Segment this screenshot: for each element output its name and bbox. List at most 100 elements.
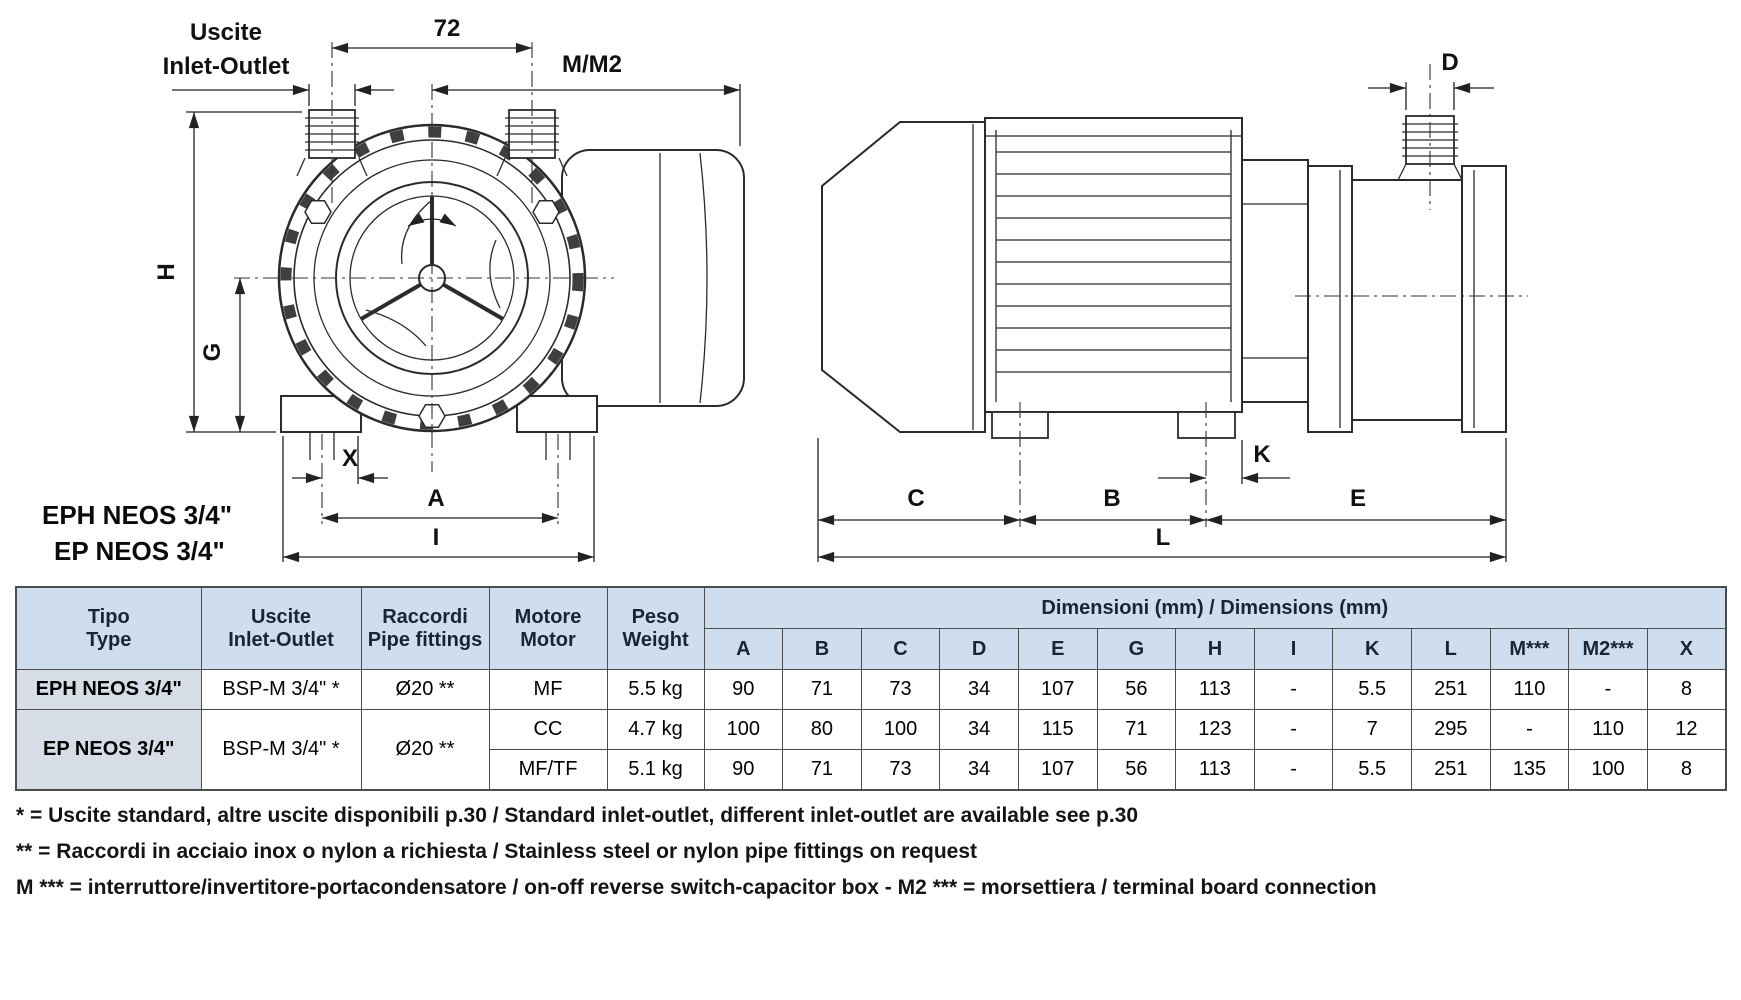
cell-raccordi: Ø20 ** <box>360 669 490 710</box>
dim-label-mm2: M/M2 <box>562 51 622 78</box>
col-header-line: Type <box>86 628 132 651</box>
cell-raccordi: Ø20 ** <box>360 709 490 790</box>
dim-letter-cell: L <box>1410 628 1491 670</box>
dim-value-cell: 107 <box>1017 669 1098 710</box>
table-row: EPH NEOS 3/4" BSP-M 3/4" * Ø20 ** MF 5.5… <box>15 669 1727 710</box>
dim-letter-cell: M*** <box>1489 628 1570 670</box>
dim-label-k: K <box>1253 441 1271 468</box>
col-header-line: Motor <box>520 628 576 651</box>
technical-drawings: 72 Uscite Inlet-Outlet M/M2 H G X <box>42 15 1528 566</box>
col-header-line: Motore <box>514 605 582 628</box>
dim-value-cell: 90 <box>703 669 784 710</box>
cell-peso: 4.7 kg <box>606 709 705 750</box>
dim-letter-cell: A <box>703 628 784 670</box>
cell-peso: 5.1 kg <box>606 749 705 790</box>
dim-letter-cell: H <box>1175 628 1255 670</box>
dim-value-cell: 8 <box>1646 669 1727 710</box>
model-name-ep: EP NEOS 3/4" <box>54 536 225 566</box>
dim-value-cell: 295 <box>1410 709 1491 750</box>
dim-label-b: B <box>1103 485 1120 512</box>
col-header-tipo: Tipo Type <box>15 586 202 670</box>
footnotes: * = Uscite standard, altre uscite dispon… <box>16 798 1377 906</box>
footnote-line: * = Uscite standard, altre uscite dispon… <box>16 804 1139 827</box>
dim-value-cell: 90 <box>703 749 784 790</box>
dim-label-x: X <box>342 445 358 472</box>
col-header-dimensions: Dimensioni (mm) / Dimensions (mm) <box>703 586 1727 629</box>
dim-letter-cell: M2*** <box>1568 628 1648 670</box>
dim-value-cell: 34 <box>939 669 1019 710</box>
dim-value-cell: - <box>1489 709 1570 750</box>
dim-value-cell: 107 <box>1017 749 1098 790</box>
dim-value-cell: 56 <box>1096 669 1177 710</box>
dim-label-a: A <box>427 485 444 512</box>
dim-letter-cell: B <box>782 628 862 670</box>
dim-value-cell: 251 <box>1410 749 1491 790</box>
cell-tipo: EP NEOS 3/4" <box>15 709 202 790</box>
dim-value-cell: 8 <box>1646 749 1727 790</box>
rotation-arrow-icon <box>407 213 457 227</box>
dim-value-cell: - <box>1253 709 1334 750</box>
dim-value-cell: 110 <box>1568 709 1648 750</box>
front-view-dimensions: 72 Uscite Inlet-Outlet M/M2 H G X <box>42 15 741 566</box>
dim-value-cell: 34 <box>939 749 1019 790</box>
dim-value-cell: 71 <box>1096 709 1177 750</box>
dim-value-cell: 5.5 <box>1332 669 1412 710</box>
cell-uscite: BSP-M 3/4" * <box>200 709 362 790</box>
dim-value-cell: 7 <box>1332 709 1412 750</box>
dim-label-l: L <box>1156 524 1171 551</box>
dim-value-cell: 71 <box>782 749 862 790</box>
dim-label-c: C <box>907 485 924 512</box>
dim-letter-cell: D <box>939 628 1019 670</box>
dim-value-cell: 12 <box>1646 709 1727 750</box>
cell-tipo: EPH NEOS 3/4" <box>15 669 202 710</box>
col-header-line: Weight <box>622 628 689 651</box>
cell-motore: MF <box>488 669 608 710</box>
cell-uscite: BSP-M 3/4" * <box>200 669 362 710</box>
dim-label-e: E <box>1350 485 1366 512</box>
pump-side-view <box>821 64 1528 527</box>
col-header-line: Inlet-Outlet <box>228 628 334 651</box>
dim-letter-cell: E <box>1017 628 1098 670</box>
col-header-line: Uscite <box>250 605 312 628</box>
dim-value-cell: - <box>1253 749 1334 790</box>
col-header-uscite: Uscite Inlet-Outlet <box>200 586 362 670</box>
dim-label-i: I <box>433 524 440 551</box>
inlet-outlet-label: Inlet-Outlet <box>163 53 290 80</box>
uscite-label: Uscite <box>190 19 262 46</box>
dim-value-cell: 73 <box>860 669 941 710</box>
cell-motore: MF/TF <box>488 749 608 790</box>
dim-value-cell: 123 <box>1175 709 1255 750</box>
dim-label-g: G <box>199 343 226 362</box>
table-row: EP NEOS 3/4" BSP-M 3/4" * Ø20 ** CC 4.7 … <box>15 709 1727 790</box>
dim-value-cell: 100 <box>1568 749 1648 790</box>
cell-peso: 5.5 kg <box>606 669 705 710</box>
col-header-raccordi: Raccordi Pipe fittings <box>360 586 490 670</box>
dim-letter-cell: I <box>1253 628 1334 670</box>
dim-value-cell: 100 <box>703 709 784 750</box>
pump-front-view <box>234 42 745 524</box>
dim-letter-cell: C <box>860 628 941 670</box>
dim-value-cell: 5.5 <box>1332 749 1412 790</box>
dim-value-cell: 56 <box>1096 749 1177 790</box>
side-view-dimensions: D K C B E L <box>817 49 1507 563</box>
dimensions-table: Tipo Type Uscite Inlet-Outlet Raccordi P… <box>15 586 1727 791</box>
dim-value-cell: - <box>1253 669 1334 710</box>
col-header-motore: Motore Motor <box>488 586 608 670</box>
model-name-eph: EPH NEOS 3/4" <box>42 500 232 530</box>
footnote-line: M *** = interruttore/invertitore-portaco… <box>16 876 1377 899</box>
dim-value-cell: 113 <box>1175 669 1255 710</box>
col-header-line: Raccordi <box>382 605 468 628</box>
dim-value-cell: 115 <box>1017 709 1098 750</box>
dim-value-cell: 34 <box>939 709 1019 750</box>
col-header-line: Pipe fittings <box>367 628 483 651</box>
dim-value-cell: - <box>1568 669 1648 710</box>
dim-value-cell: 110 <box>1489 669 1570 710</box>
dim-letter-cell: X <box>1646 628 1727 670</box>
dim-value-cell: 135 <box>1489 749 1570 790</box>
dim-value-cell: 71 <box>782 669 862 710</box>
table-row: MF/TF 5.1 kg 90 71 73 34 107 56 113 - 5.… <box>16 749 1727 790</box>
dim-letter-cell: G <box>1096 628 1177 670</box>
cell-motore: CC <box>488 709 608 750</box>
dim-value-cell: 73 <box>860 749 941 790</box>
